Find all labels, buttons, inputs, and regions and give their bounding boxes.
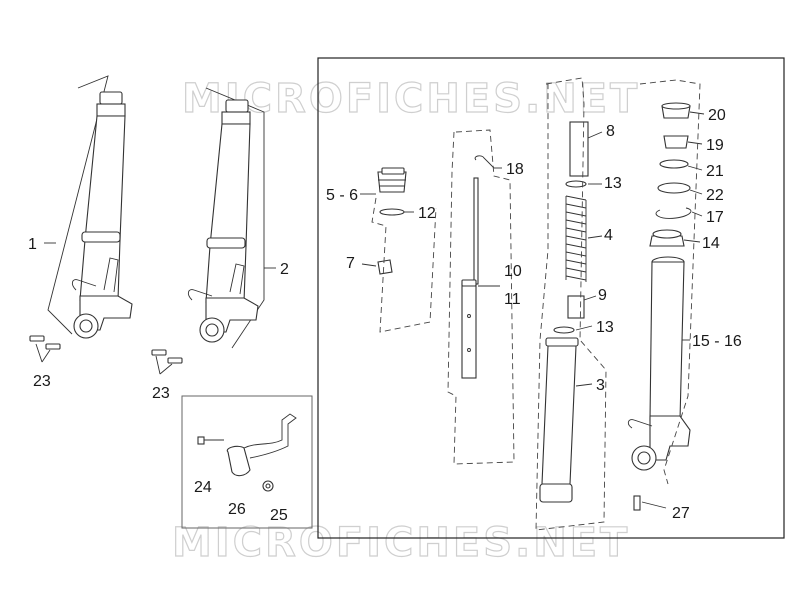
callout-23-right: 23 <box>152 385 170 402</box>
leader-9 <box>583 295 597 301</box>
leader-21 <box>687 165 703 171</box>
callout-19: 19 <box>706 137 724 154</box>
dashed-group-spring <box>535 77 607 531</box>
part-10-11-cartridge <box>461 177 500 379</box>
dashed-group-cartridge <box>447 129 515 465</box>
part-17-circlip <box>655 207 692 219</box>
callout-15-16: 15 - 16 <box>692 333 742 350</box>
callout-13-top: 13 <box>604 175 622 192</box>
inset-part-26 <box>197 413 297 492</box>
callout-26: 26 <box>228 501 246 518</box>
callout-23-left: 23 <box>33 373 51 390</box>
inset-frame <box>181 395 313 529</box>
callout-11: 11 <box>504 291 521 308</box>
dashed-group-cap <box>371 197 437 333</box>
leader-17 <box>691 211 703 217</box>
callout-4: 4 <box>604 227 613 244</box>
callout-7: 7 <box>346 255 355 272</box>
callout-9: 9 <box>598 287 607 304</box>
callout-8: 8 <box>606 123 615 140</box>
callout-21: 21 <box>706 163 724 180</box>
leader-8 <box>587 131 603 139</box>
callout-13-bottom: 13 <box>596 319 614 336</box>
part-22-seal <box>657 182 691 194</box>
part-12-oring <box>379 208 405 216</box>
leader-22 <box>689 189 703 195</box>
watermark-bottom: MICROFICHES.NET <box>172 520 630 566</box>
callout-18: 18 <box>506 161 524 178</box>
part-13-washer-top <box>565 180 587 188</box>
bolts-23-left <box>29 335 61 363</box>
part-15-16-outer-tube <box>627 256 691 471</box>
callout-3: 3 <box>596 377 605 394</box>
part-27-bolt <box>633 495 641 511</box>
leader-20 <box>689 111 705 115</box>
part-13-washer-bottom <box>553 326 575 334</box>
callout-27: 27 <box>672 505 690 522</box>
fork-leg-2 <box>187 87 265 349</box>
part-14-top <box>652 229 682 239</box>
callout-22: 22 <box>706 187 724 204</box>
part-7-nut <box>361 259 393 275</box>
callout-14: 14 <box>702 235 720 252</box>
callout-10: 10 <box>504 263 522 280</box>
callout-5-6: 5 - 6 <box>326 187 358 204</box>
callout-2: 2 <box>280 261 289 278</box>
dashed-group-outer <box>639 79 701 485</box>
leader-19 <box>687 141 703 145</box>
leader-14 <box>683 239 701 243</box>
part-19-ring <box>663 135 689 149</box>
callout-17: 17 <box>706 209 724 226</box>
part-20-ring-top <box>661 102 691 110</box>
fork-leg-1 <box>47 75 133 339</box>
part-8-spacer <box>569 121 589 177</box>
callout-20: 20 <box>708 107 726 124</box>
part-4-spring <box>565 195 603 282</box>
bolts-23-right <box>151 349 183 375</box>
part-18-clip <box>474 155 495 169</box>
part-3-inner-tube <box>539 337 593 503</box>
callout-24: 24 <box>194 479 212 496</box>
watermark-top: MICROFICHES.NET <box>182 76 640 122</box>
callout-12: 12 <box>418 205 436 222</box>
part-21-washer <box>659 159 689 169</box>
part-5-6-cap <box>360 167 407 195</box>
callout-1: 1 <box>28 236 37 253</box>
part-9-tube <box>567 295 585 319</box>
detail-frame <box>317 57 785 539</box>
leader-27 <box>641 501 667 509</box>
callout-25: 25 <box>270 507 288 524</box>
leader-13-bottom <box>575 325 593 331</box>
